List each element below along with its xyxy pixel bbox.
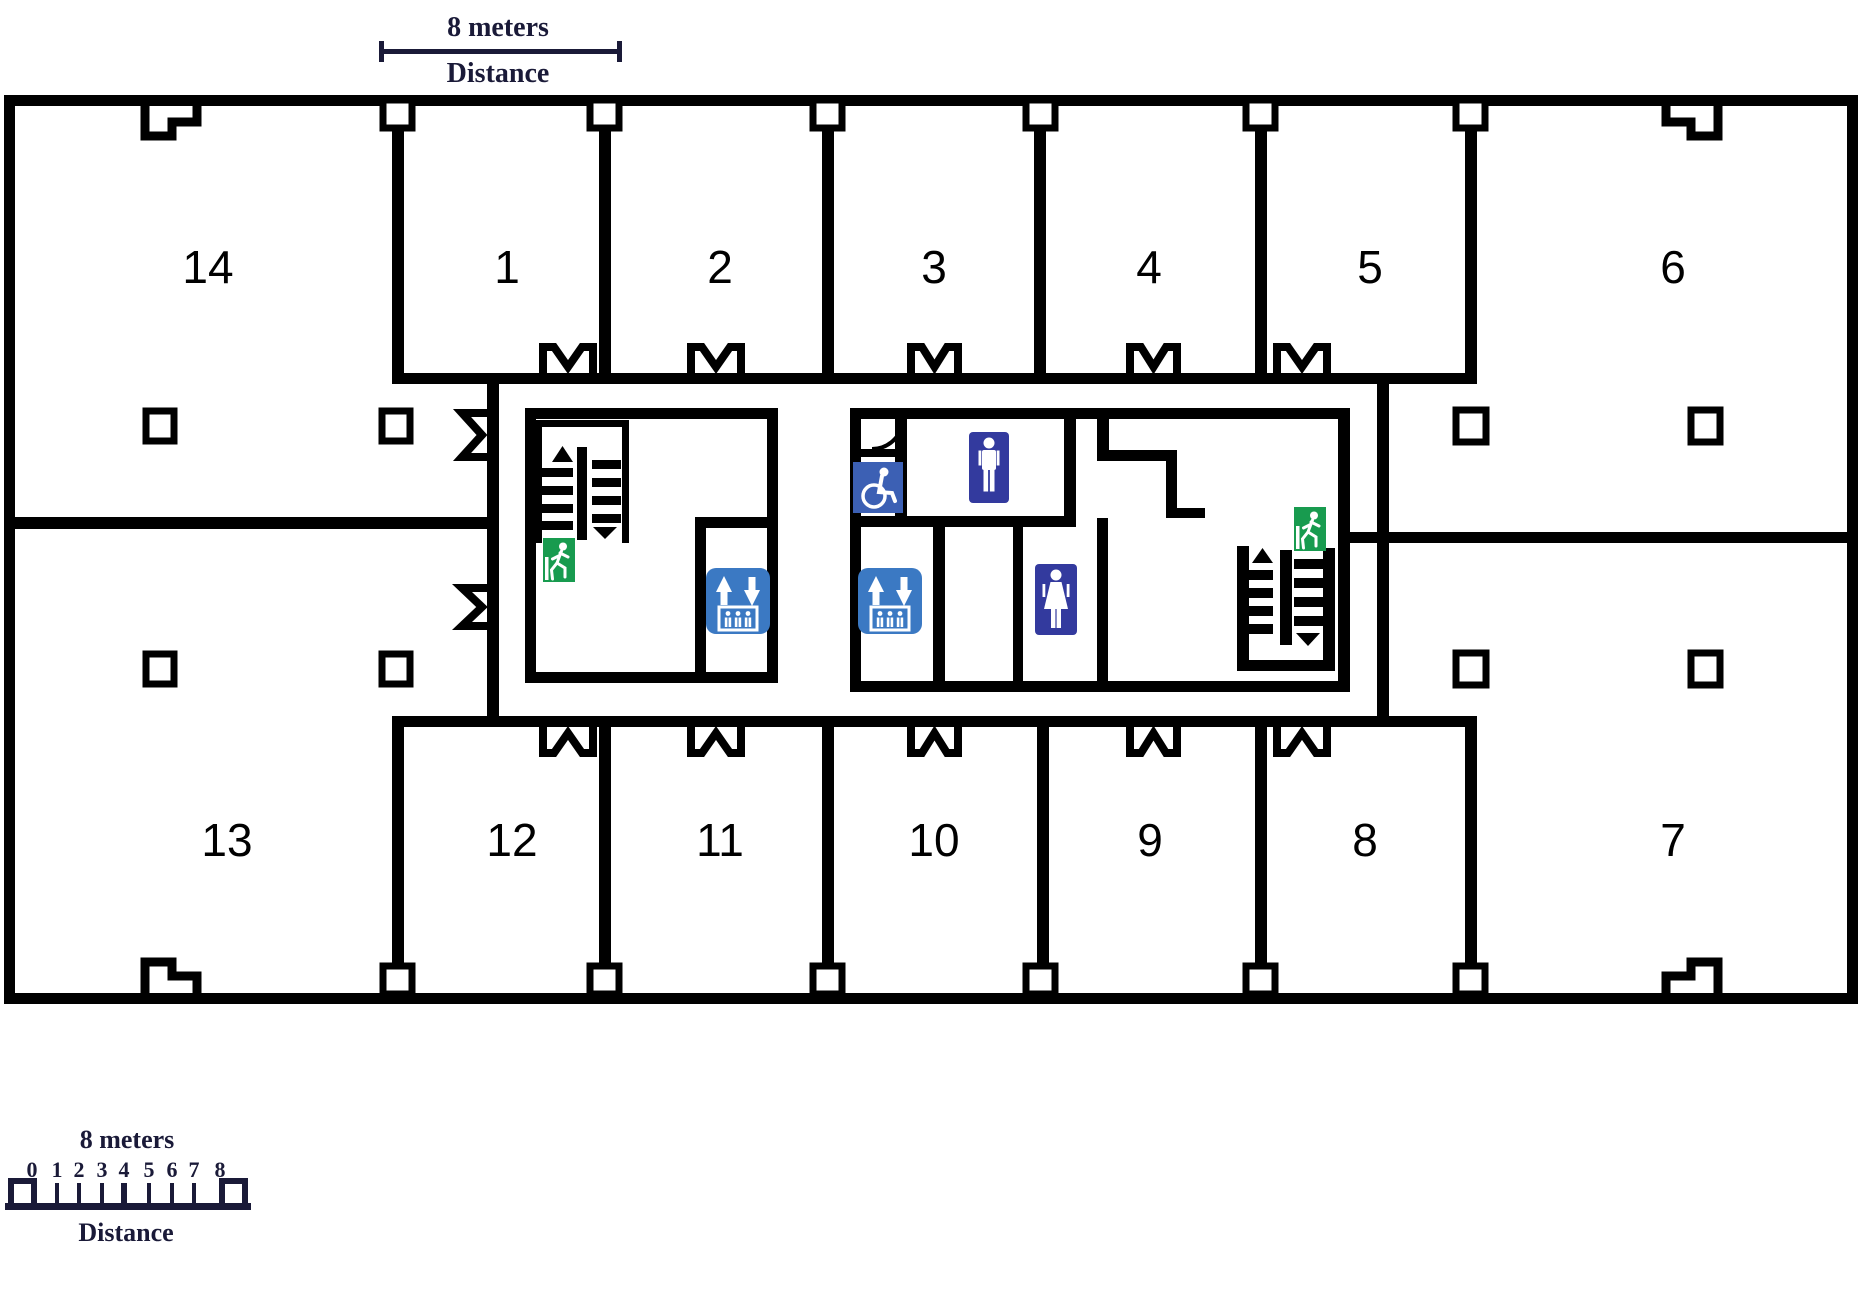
corridor-bottom-wall: [392, 716, 1477, 727]
ruler-axis-label: Distance: [78, 1218, 173, 1247]
elevator-icon: [856, 566, 924, 636]
restroom-block: [850, 408, 1350, 692]
scale-bar-top: 8 meters Distance: [379, 12, 622, 89]
ruler-length-label: 8 meters: [80, 1125, 175, 1154]
corridor-left-wall: [487, 373, 499, 727]
room-label-1: 1: [494, 241, 520, 293]
corridor-top-wall: [392, 373, 1477, 384]
room-label-11: 11: [696, 814, 744, 866]
mens-restroom-icon: [969, 432, 1009, 503]
ruler-tick-5: 5: [144, 1157, 155, 1182]
room-label-10: 10: [908, 814, 959, 866]
room-label-13: 13: [201, 814, 252, 866]
ruler-tick-3: 3: [97, 1157, 108, 1182]
ruler-tick-1: 1: [52, 1157, 63, 1182]
distance-ruler: 8 meters 0 1 2 3 4 5 6 7 8 Distance: [5, 1125, 251, 1247]
ruler-tick-0: 0: [27, 1157, 38, 1182]
left-stairwell-block: [525, 408, 778, 683]
right-stairwell: [1237, 505, 1335, 671]
room-label-3: 3: [921, 241, 947, 293]
room-label-4: 4: [1136, 241, 1162, 293]
staircase-icon: [1240, 548, 1323, 646]
top-room-door-markers: [539, 343, 1331, 380]
ruler-tick-8: 8: [215, 1157, 226, 1182]
room-label-14: 14: [182, 241, 233, 293]
corridor-left-door-markers: [451, 409, 488, 630]
room-label-12: 12: [486, 814, 537, 866]
wall-between-room14-room13: [4, 517, 499, 529]
bottom-room-door-markers: [539, 720, 1331, 757]
wheelchair-accessible-icon: [853, 462, 903, 513]
room-label-8: 8: [1352, 814, 1378, 866]
elevator-icon: [704, 566, 772, 636]
room-label-5: 5: [1357, 241, 1383, 293]
womens-restroom-icon: [1035, 564, 1077, 635]
scale-axis-label: Distance: [447, 58, 550, 89]
staircase-icon: [535, 420, 629, 543]
corridor-right-wall: [1377, 373, 1389, 727]
room-label-6: 6: [1660, 241, 1686, 293]
emergency-exit-icon: [1292, 505, 1328, 553]
emergency-exit-icon: [541, 536, 577, 584]
structural-columns: [142, 406, 1724, 689]
room-label-2: 2: [707, 241, 733, 293]
accessible-door-leaf: [853, 449, 895, 457]
ruler-tick-2: 2: [74, 1157, 85, 1182]
wall-between-room6-room7: [1338, 532, 1858, 543]
ruler-tick-7: 7: [189, 1157, 200, 1182]
bottom-room-divider-walls: [379, 727, 1489, 998]
room-label-7: 7: [1660, 814, 1686, 866]
top-room-divider-walls: [379, 96, 1489, 384]
ruler-tick-6: 6: [167, 1157, 178, 1182]
building-outer-wall: [4, 95, 1858, 1004]
scale-length-label: 8 meters: [447, 12, 549, 43]
corner-step-notches: [140, 102, 1723, 997]
room-labels: 14 1 2 3 4 5 6 13 12 11 10 9 8 7: [182, 241, 1685, 866]
ruler-tick-4: 4: [119, 1157, 130, 1182]
room-label-9: 9: [1137, 814, 1163, 866]
